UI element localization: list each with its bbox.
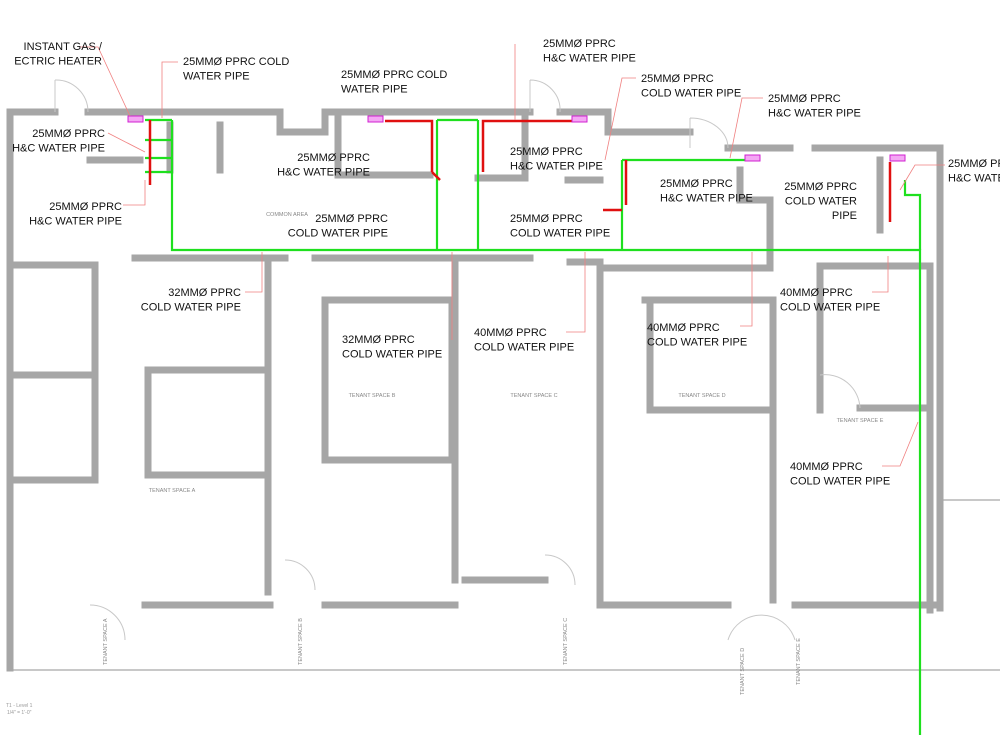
callout-line: 25MMØ PPRC — [510, 146, 583, 158]
callout-line: COLD WATER PIPE — [474, 342, 574, 354]
callout-line: 25MMØ PPRC — [543, 38, 616, 50]
callout-line: 25MMØ PPRC — [49, 201, 122, 213]
heater-icon — [571, 115, 588, 123]
callout-line: 25MMØ PPRC — [315, 213, 388, 225]
pipe-callout: INSTANT GAS / ECTRIC HEATER — [14, 41, 103, 68]
room-label-common-area: COMMON AREA — [266, 212, 308, 218]
room-label-tenant-d: TENANT SPACE D — [678, 393, 725, 399]
pipe-callout: 25MMØ PPRC COLD WATER PIPE — [510, 213, 610, 240]
callout-line: INSTANT GAS / — [24, 41, 103, 53]
elevation-tag: TENANT SPACE B — [298, 618, 304, 665]
pipe-callout: 32MMØ PPRC COLD WATER PIPE — [342, 334, 442, 361]
pipe-callout: 40MMØ PPRC COLD WATER PIPE — [790, 461, 890, 488]
callout-line: H&C WATER PIPE — [768, 108, 861, 120]
room-labels: COMMON AREA TENANT SPACE A TENANT SPACE … — [149, 212, 884, 494]
callout-line: 40MMØ PPRC — [647, 322, 720, 334]
elevation-tag: TENANT SPACE C — [563, 618, 569, 665]
callout-line: COLD WATER PIPE — [647, 337, 747, 349]
pipe-callout: 25MMØ PPRC H&C WATER PIPE — [768, 93, 861, 120]
callout-line: WATER PIPE — [183, 71, 250, 83]
callout-line: 32MMØ PPRC — [342, 334, 415, 346]
view-name: T1 - Level 1 — [6, 703, 33, 709]
callout-line: COLD WATER PIPE — [780, 302, 880, 314]
callout-line: PIPE — [832, 210, 857, 222]
room-label-tenant-c: TENANT SPACE C — [510, 393, 557, 399]
pipe-callout: 25MMØ PP H&C WATE — [948, 158, 1000, 185]
hot-water-pipes — [148, 119, 892, 222]
view-title: T1 - Level 1 1/4" = 1'-0" — [6, 703, 33, 716]
pipe-callout: 25MMØ PPRC H&C WATER PIPE — [12, 128, 105, 155]
callout-line: H&C WATER PIPE — [543, 53, 636, 65]
callout-line: H&C WATER PIPE — [12, 143, 105, 155]
callout-line: 25MMØ PP — [948, 158, 1000, 170]
callout-line: 40MMØ PPRC — [790, 461, 863, 473]
pipe-callout: 25MMØ PPRC H&C WATER PIPE — [510, 146, 603, 173]
callout-line: COLD WATER — [785, 196, 857, 208]
heater-icon — [744, 154, 761, 162]
view-scale: 1/4" = 1'-0" — [7, 710, 32, 716]
callout-line: H&C WATER PIPE — [660, 193, 753, 205]
cold-water-pipes — [145, 118, 922, 735]
doors — [54, 79, 861, 641]
callout-line: H&C WATER PIPE — [277, 167, 370, 179]
room-label-tenant-b: TENANT SPACE B — [349, 393, 396, 399]
heater-icon — [367, 115, 384, 123]
heater-icon — [889, 154, 906, 162]
callout-line: COLD WATER PIPE — [288, 228, 388, 240]
callout-line: 25MMØ PPRC COLD — [183, 56, 289, 68]
pipe-callout: 25MMØ PPRC H&C WATER PIPE — [277, 152, 370, 179]
callout-line: COLD WATER PIPE — [641, 88, 741, 100]
pipe-callout: 25MMØ PPRC COLD WATER PIPE — [341, 69, 447, 96]
pipe-callout: 25MMØ PPRC COLD WATER PIPE — [641, 73, 741, 100]
pipe-callout: 25MMØ PPRC COLD WATER PIPE — [288, 213, 388, 240]
pipe-callout: 40MMØ PPRC COLD WATER PIPE — [474, 327, 574, 354]
callout-line: COLD WATER PIPE — [342, 349, 442, 361]
callout-line: 25MMØ PPRC — [510, 213, 583, 225]
elevation-tag: TENANT SPACE A — [103, 618, 109, 665]
callout-line: H&C WATER PIPE — [29, 216, 122, 228]
callout-line: H&C WATE — [948, 173, 1000, 185]
callout-line: 25MMØ PPRC — [641, 73, 714, 85]
room-label-tenant-e: TENANT SPACE E — [837, 418, 884, 424]
pipe-callout: 25MMØ PPRC H&C WATER PIPE — [29, 201, 122, 228]
pipe-callout: 40MMØ PPRC COLD WATER PIPE — [647, 322, 747, 349]
callout-line: 25MMØ PPRC — [768, 93, 841, 105]
callout-line: COLD WATER PIPE — [510, 228, 610, 240]
leader-lines — [80, 44, 945, 467]
pipe-callout: 32MMØ PPRC COLD WATER PIPE — [141, 287, 241, 314]
callout-line: 32MMØ PPRC — [168, 287, 241, 299]
water-heaters — [127, 115, 906, 162]
pipe-callout: 25MMØ PPRC H&C WATER PIPE — [660, 178, 753, 205]
elevation-tags: TENANT SPACE A TENANT SPACE B TENANT SPA… — [103, 618, 802, 695]
walls — [6, 108, 1000, 672]
pipe-callout: 25MMØ PPRC COLD WATER PIPE — [784, 181, 857, 222]
heater-icon — [127, 115, 144, 123]
callout-line: 25MMØ PPRC COLD — [341, 69, 447, 81]
callout-line: 40MMØ PPRC — [474, 327, 547, 339]
elevation-tag: TENANT SPACE E — [796, 638, 802, 685]
callout-line: H&C WATER PIPE — [510, 161, 603, 173]
pipe-callout: 40MMØ PPRC COLD WATER PIPE — [780, 287, 880, 314]
pipe-callout: 25MMØ PPRC COLD WATER PIPE — [183, 56, 289, 83]
pipe-callout: 25MMØ PPRC H&C WATER PIPE — [543, 38, 636, 65]
room-label-tenant-a: TENANT SPACE A — [149, 488, 196, 494]
callout-line: 25MMØ PPRC — [784, 181, 857, 193]
callout-line: 25MMØ PPRC — [32, 128, 105, 140]
callout-line: 40MMØ PPRC — [780, 287, 853, 299]
callout-line: 25MMØ PPRC — [297, 152, 370, 164]
callout-line: 25MMØ PPRC — [660, 178, 733, 190]
callouts: INSTANT GAS / ECTRIC HEATER 25MMØ PPRC COL… — [12, 38, 1000, 488]
callout-line: ECTRIC HEATER — [14, 56, 102, 68]
elevation-tag: TENANT SPACE D — [740, 648, 746, 695]
callout-line: WATER PIPE — [341, 84, 408, 96]
callout-line: COLD WATER PIPE — [141, 302, 241, 314]
callout-line: COLD WATER PIPE — [790, 476, 890, 488]
